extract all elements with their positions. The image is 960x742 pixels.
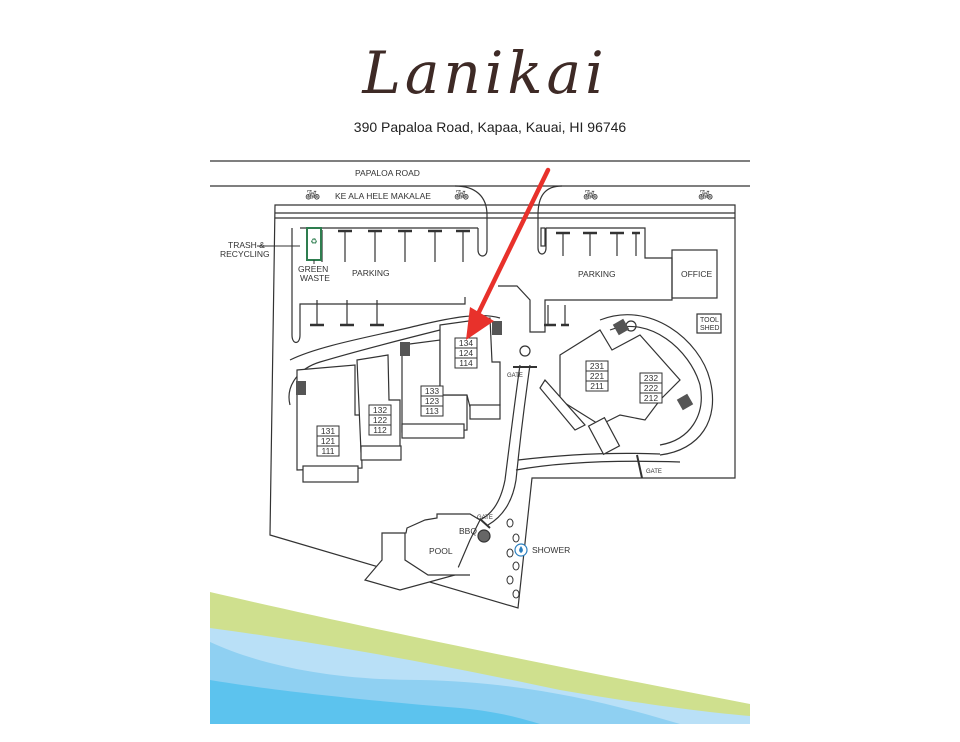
svg-text:112: 112 <box>373 425 387 435</box>
svg-text:111: 111 <box>322 446 335 456</box>
resort-title: Lanikai <box>362 39 608 107</box>
trash-label: TRASH & <box>228 240 265 250</box>
gate-label: GATE <box>507 373 523 379</box>
resort-address: 390 Papaloa Road, Kapaa, Kauai, HI 96746 <box>353 119 627 135</box>
building-232: 232 222 212 <box>639 372 663 404</box>
pool-label: POOL <box>429 546 453 556</box>
tool-shed-label-2: SHED <box>700 325 719 332</box>
recycle-icon: ♻ <box>310 237 317 246</box>
bike-icon: 🚲︎ <box>583 188 598 202</box>
building-outlines <box>296 317 681 483</box>
bike-icons: 🚲︎ 🚲︎ 🚲︎ 🚲︎ <box>305 188 713 202</box>
parking-label-right: PARKING <box>578 269 616 279</box>
svg-text:114: 114 <box>459 358 473 368</box>
pool-area <box>363 513 491 591</box>
svg-text:231: 231 <box>590 361 604 371</box>
svg-text:211: 211 <box>590 381 604 391</box>
stepping-stones <box>506 518 520 599</box>
svg-text:132: 132 <box>373 405 387 415</box>
office-label: OFFICE <box>681 269 712 279</box>
svg-text:134: 134 <box>459 338 473 348</box>
green-waste-label-2: WASTE <box>300 273 330 283</box>
bike-icon: 🚲︎ <box>454 188 469 202</box>
shoreline <box>210 592 750 724</box>
svg-text:122: 122 <box>373 415 387 425</box>
building-131: 131 121 111 <box>316 425 340 457</box>
bike-icon: 🚲︎ <box>305 188 320 202</box>
parking-label-left: PARKING <box>352 268 390 278</box>
gate-label: GATE <box>477 515 493 521</box>
road-label: PAPALOA ROAD <box>355 168 420 178</box>
red-arrow-annotation <box>466 167 551 340</box>
building-134: 134 124 114 <box>454 337 478 369</box>
map-labels: PAPALOA ROAD KE ALA HELE MAKALAE TRASH &… <box>220 168 719 556</box>
property-outline <box>269 185 736 609</box>
building-231: 231 221 211 <box>585 360 609 392</box>
stairs <box>296 318 694 411</box>
svg-text:133: 133 <box>425 386 439 396</box>
svg-text:123: 123 <box>425 396 439 406</box>
bbq-label: BBQ <box>459 526 477 536</box>
svg-text:212: 212 <box>644 393 658 403</box>
road-lines <box>210 160 750 187</box>
tool-shed-label: TOOL <box>700 317 719 324</box>
svg-text:232: 232 <box>644 373 658 383</box>
gate-label: GATE <box>646 469 662 475</box>
svg-text:124: 124 <box>459 348 473 358</box>
recycling-label: RECYCLING <box>220 249 270 259</box>
building-133: 133 123 113 <box>420 385 444 417</box>
bike-path-label: KE ALA HELE MAKALAE <box>335 191 431 201</box>
unit-numbers: 131 121 111 132 122 112 133 123 113 134 … <box>316 337 663 457</box>
building-132: 132 122 112 <box>368 404 392 436</box>
bike-icon: 🚲︎ <box>698 188 713 202</box>
green-waste-label: GREEN <box>298 264 328 274</box>
svg-text:131: 131 <box>321 426 335 436</box>
svg-text:222: 222 <box>644 383 658 393</box>
svg-text:221: 221 <box>590 371 604 381</box>
svg-text:121: 121 <box>321 436 335 446</box>
svg-text:113: 113 <box>425 406 439 416</box>
shower-label: SHOWER <box>532 545 570 555</box>
